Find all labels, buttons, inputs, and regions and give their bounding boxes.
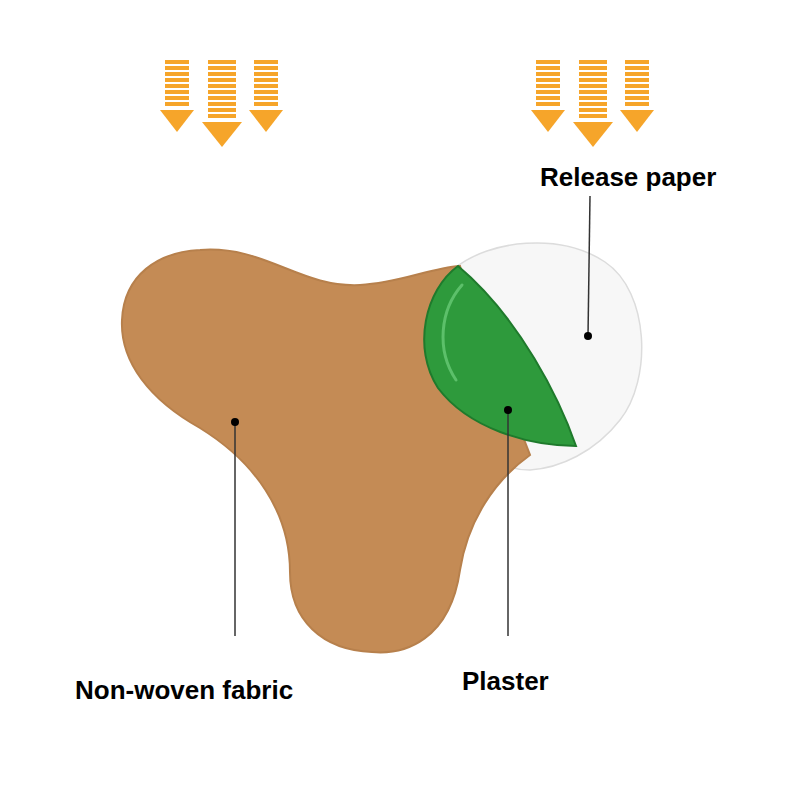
leader-lines <box>231 196 592 636</box>
part-label: Non-woven fabric <box>75 676 293 705</box>
plaster-sheen <box>443 285 462 380</box>
plaster-layer <box>424 266 576 446</box>
part-label: Release paper <box>540 163 716 192</box>
down-arrows <box>160 60 283 147</box>
part-label: Plaster <box>462 667 549 696</box>
down-arrows <box>531 60 654 147</box>
